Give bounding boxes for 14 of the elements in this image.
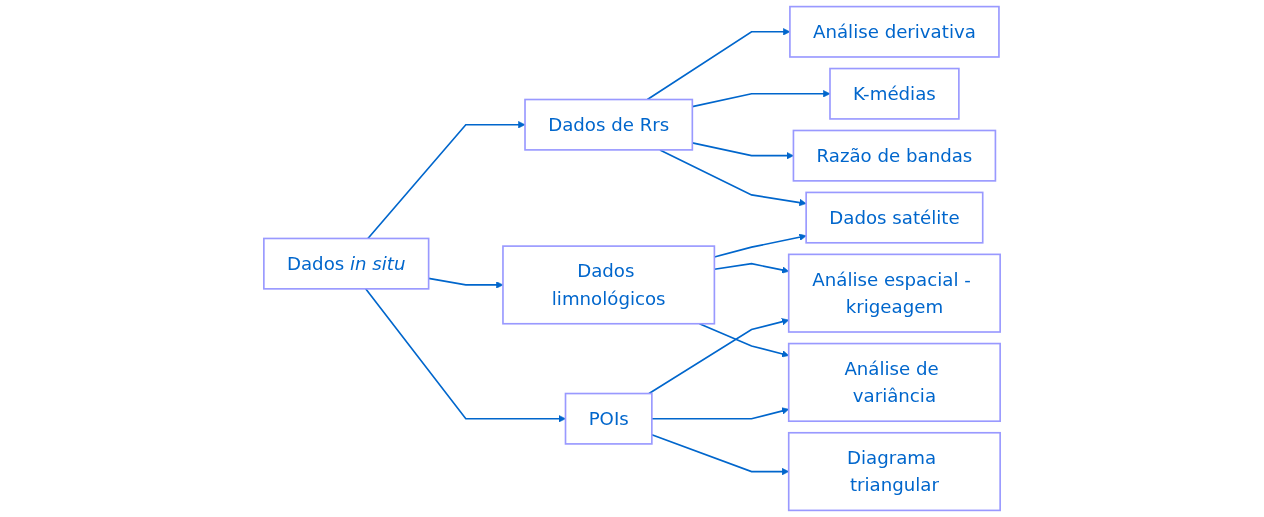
node-box: POIs (564, 392, 653, 445)
node-box: Dados de Rrs (524, 98, 694, 151)
arrow (364, 288, 566, 423)
node-box: Análise de variância (787, 342, 1001, 423)
node-box: Razão de bandas (792, 129, 997, 182)
node-box: Análise derivativa (789, 5, 1000, 58)
node-box: Dados satélite (805, 191, 984, 244)
arrow (659, 149, 807, 207)
node-box: Dados limnológicos (502, 245, 716, 325)
arrow (367, 121, 526, 240)
node-box: Diagrama triangular (787, 431, 1001, 512)
node-box: Análise espacial - krigeagem (787, 253, 1001, 333)
node-box: Dados in situ (263, 237, 430, 290)
node-box: K-médias (829, 67, 960, 120)
